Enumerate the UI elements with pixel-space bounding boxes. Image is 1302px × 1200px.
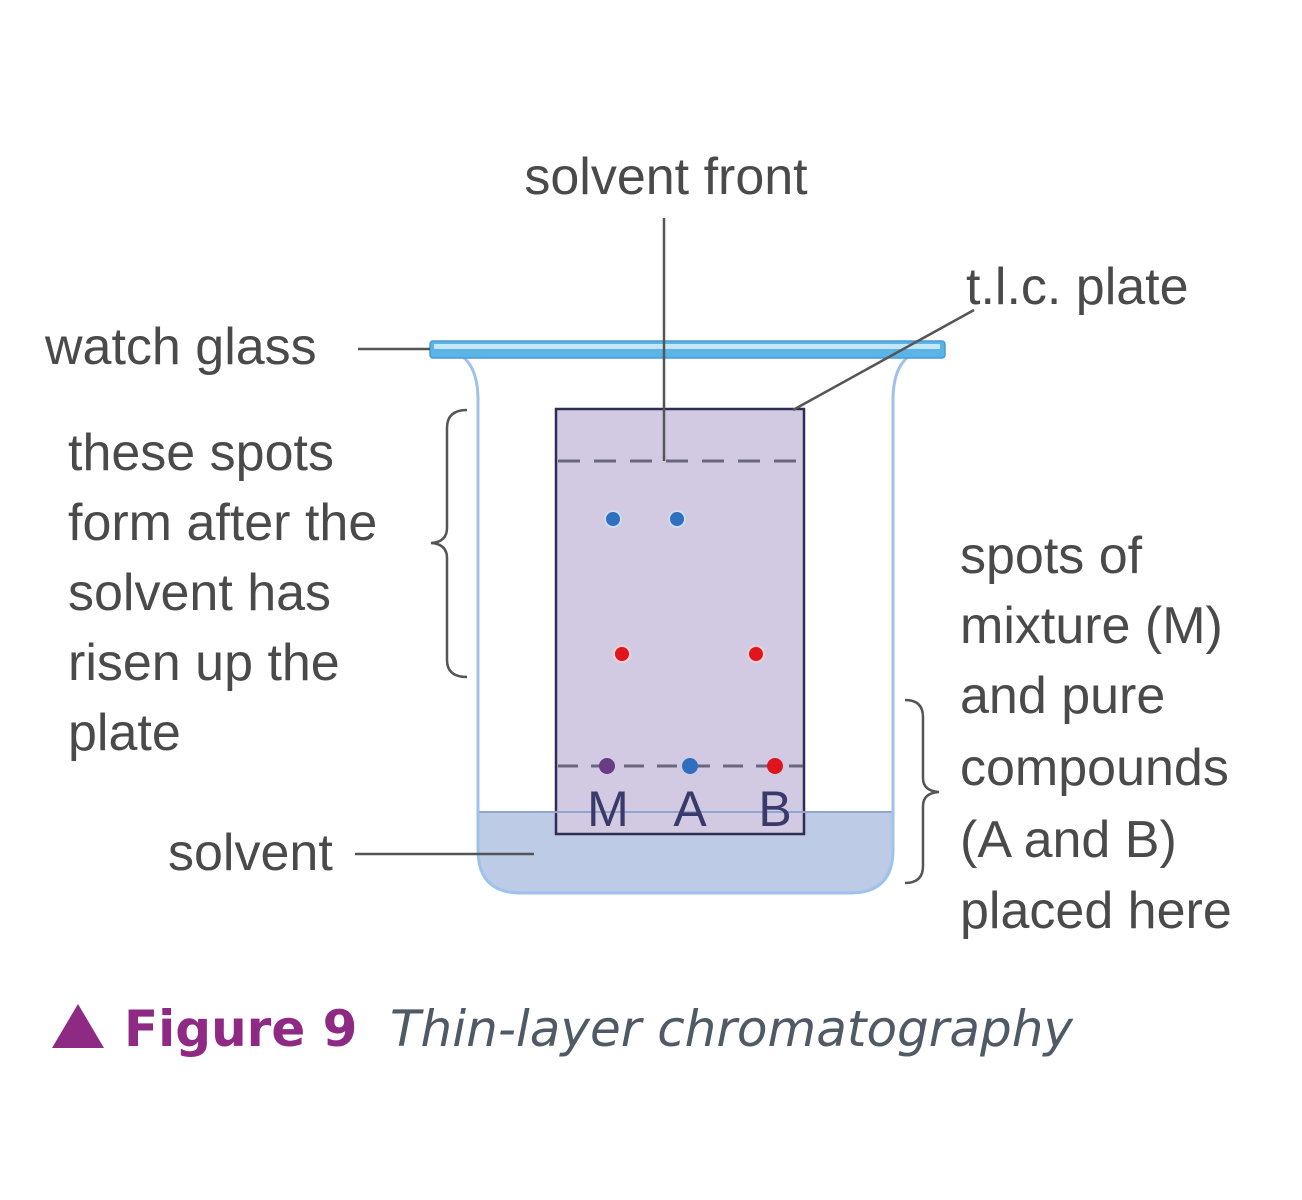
spot-a-blue <box>668 510 686 528</box>
spots-placed-line-4: compounds <box>960 739 1229 797</box>
spots-formed-line-3: solvent has <box>68 564 331 622</box>
spots-placed-line-1: spots of <box>960 527 1143 585</box>
spot-origin-m <box>599 758 615 774</box>
spots-formed-line-1: these spots <box>68 424 334 482</box>
caption-triangle-icon <box>52 1004 104 1048</box>
tlc-plate-leader <box>792 308 975 412</box>
figure-title: Thin-layer chromatography <box>390 1000 1074 1058</box>
solvent-label: solvent <box>168 824 333 882</box>
watch-glass <box>429 340 946 359</box>
watch-glass-highlight <box>434 344 940 349</box>
watch-glass-label: watch glass <box>44 318 317 376</box>
spots-formed-line-4: risen up the <box>68 634 340 692</box>
left-brace <box>430 408 468 679</box>
lane-label-a: A <box>673 781 707 837</box>
spot-b-red <box>747 645 765 663</box>
spot-origin-b <box>767 758 783 774</box>
spots-placed-line-2: mixture (M) <box>960 597 1223 655</box>
lane-label-m: M <box>587 781 629 837</box>
figure-number: Figure 9 <box>124 1000 357 1058</box>
spot-m-red <box>613 645 631 663</box>
spot-origin-a <box>682 758 698 774</box>
beaker <box>454 350 917 895</box>
tlc-plate <box>554 407 806 836</box>
lane-label-b: B <box>758 781 791 837</box>
solvent-front-label: solvent front <box>524 148 808 206</box>
spots-formed-line-2: form after the <box>68 494 377 552</box>
spots-formed-line-5: plate <box>68 704 181 762</box>
right-brace <box>904 698 940 885</box>
spots-placed-line-3: and pure <box>960 667 1165 725</box>
spots-placed-line-5: (A and B) <box>960 811 1177 869</box>
spot-m-blue <box>604 510 622 528</box>
spots-placed-line-6: placed here <box>960 882 1232 940</box>
tlc-plate-label: t.l.c. plate <box>966 258 1189 316</box>
